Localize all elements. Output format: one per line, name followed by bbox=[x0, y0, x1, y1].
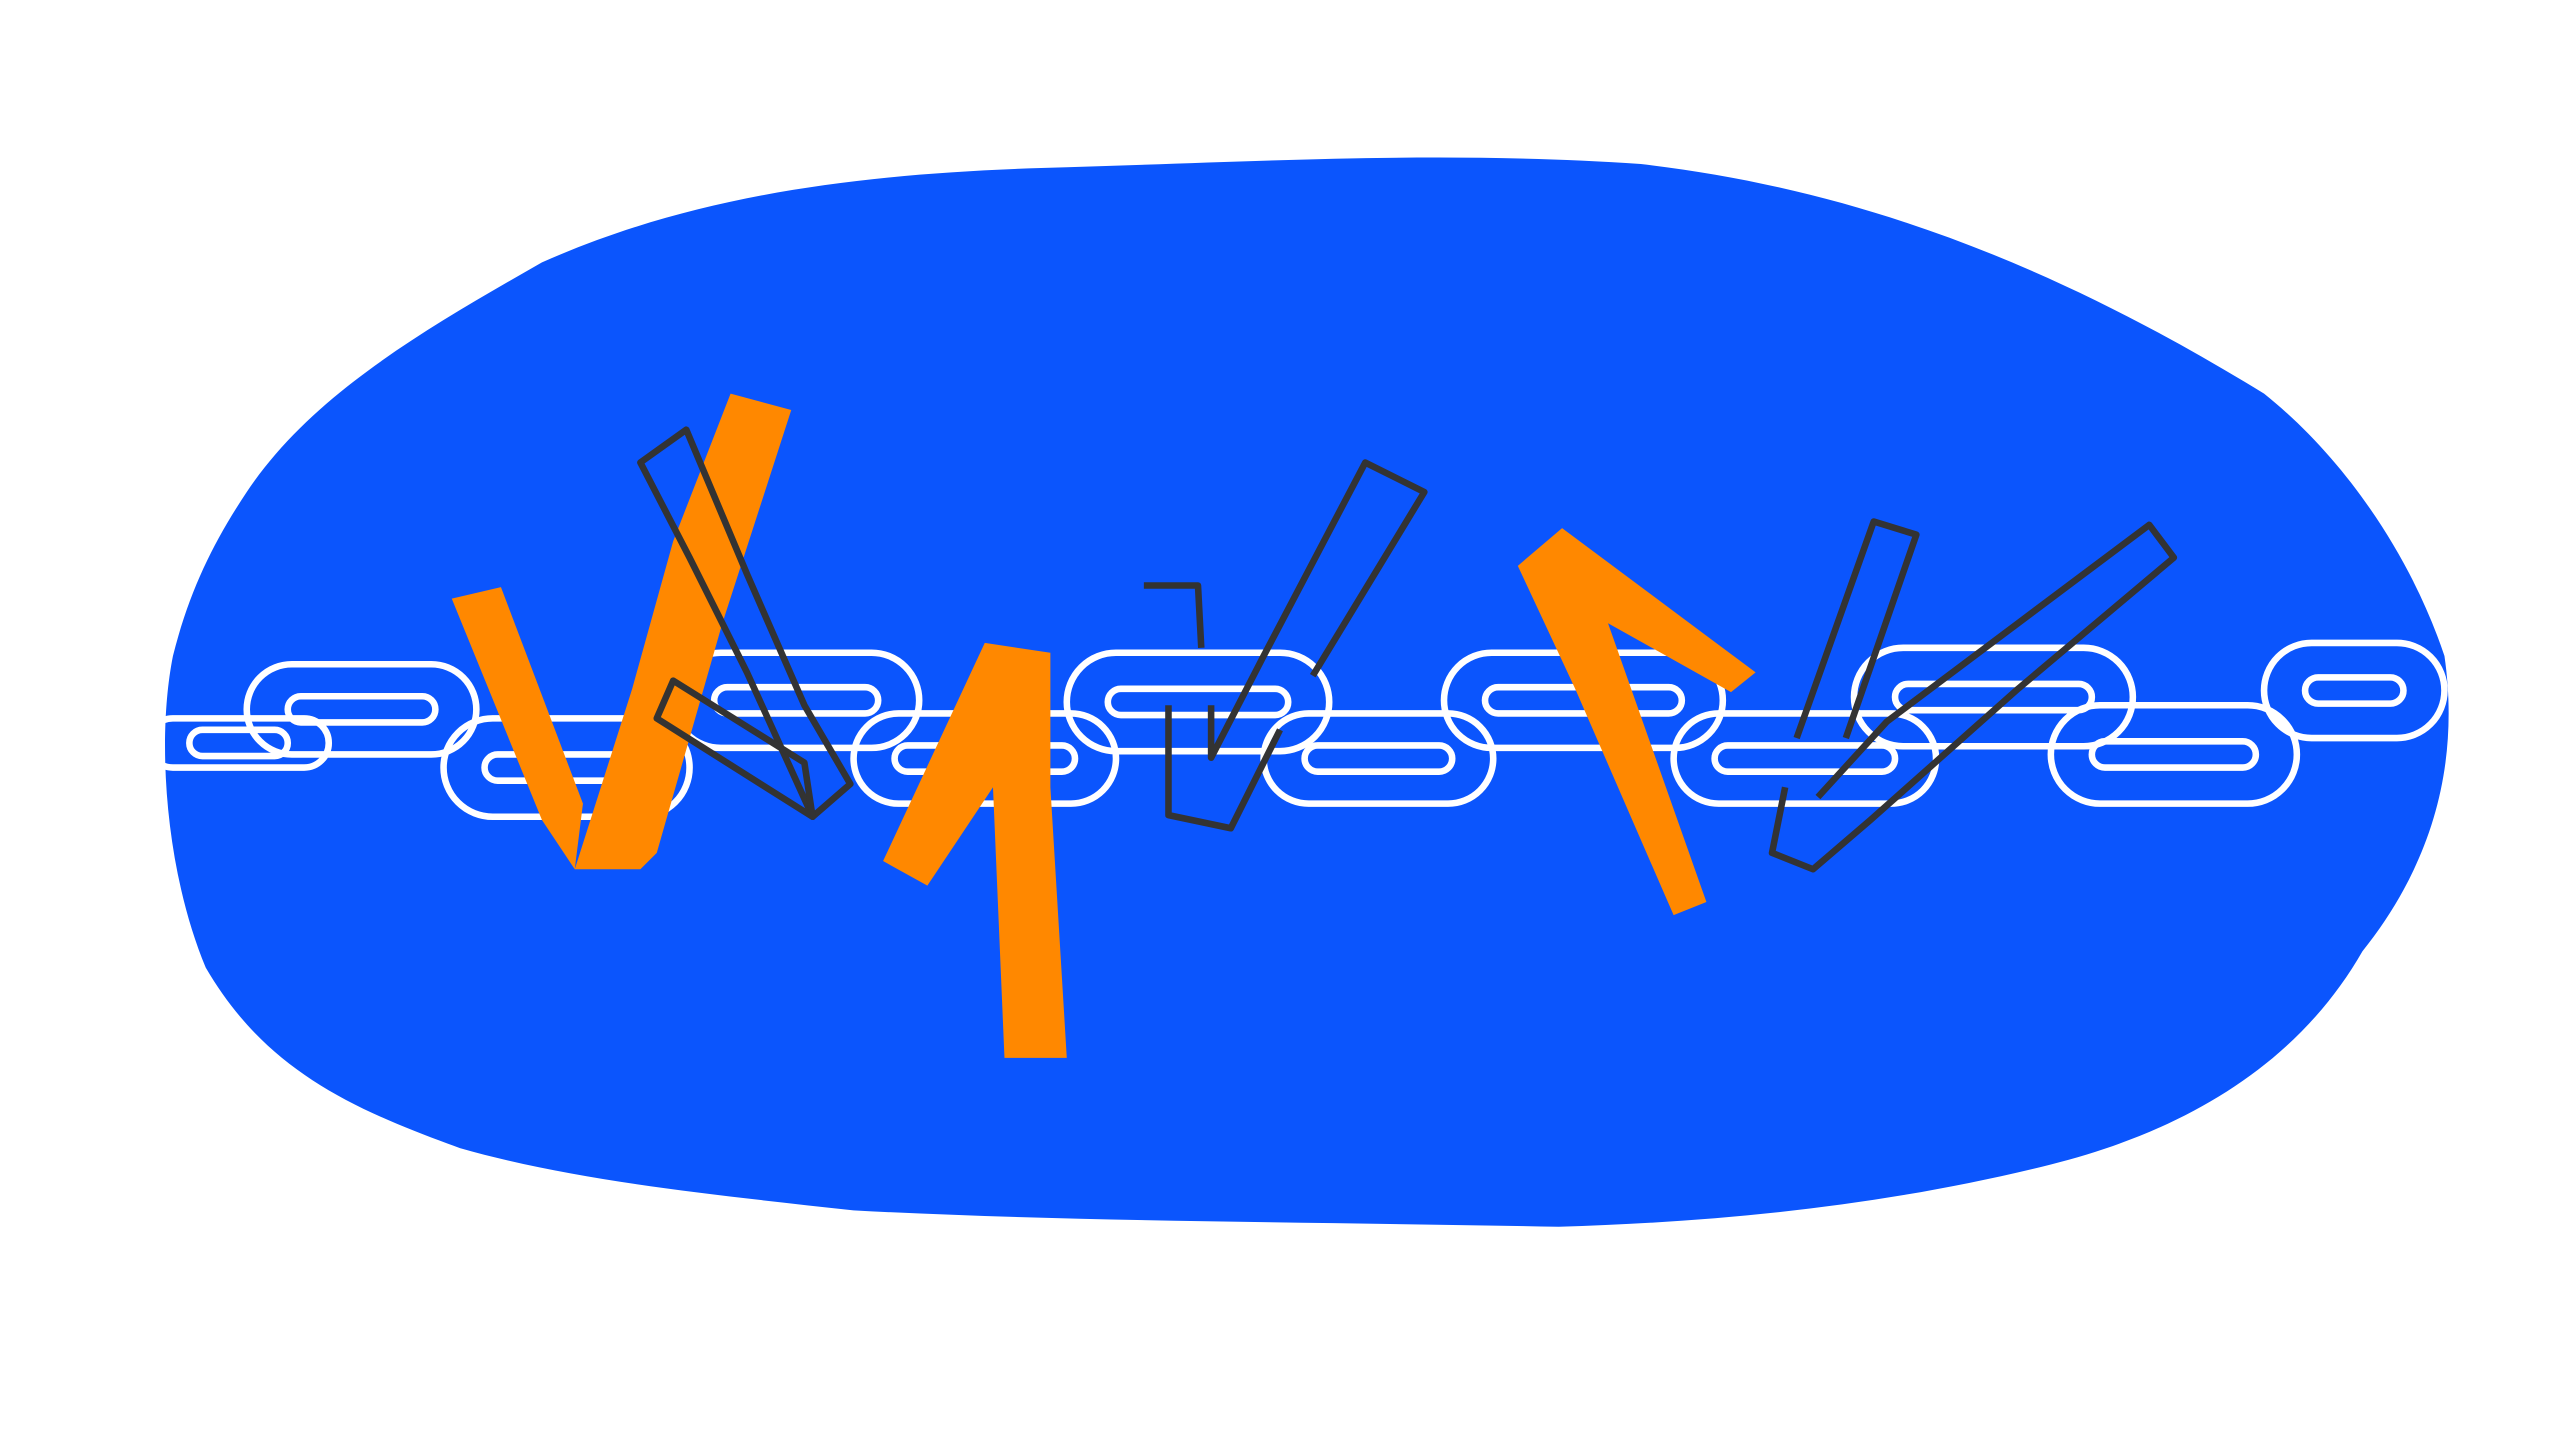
chain bbox=[145, 639, 2448, 821]
chain-link bbox=[243, 660, 480, 758]
chain-link bbox=[1850, 644, 2137, 750]
dark-outlines bbox=[637, 426, 2178, 873]
dark-shard-3 bbox=[1143, 459, 1428, 832]
orange-stroke-2 bbox=[574, 393, 792, 870]
chain-link-hole bbox=[1104, 685, 1292, 719]
orange-stroke-4 bbox=[1517, 528, 1756, 916]
chain-link-hole bbox=[1301, 742, 1456, 775]
orange-stroke-1 bbox=[451, 587, 583, 870]
chain-link bbox=[145, 715, 333, 771]
dark-shard-4 bbox=[1768, 518, 2178, 873]
orange-marks bbox=[451, 393, 1756, 1058]
chain-link bbox=[2047, 701, 2301, 807]
chain-link bbox=[1063, 649, 1333, 755]
chain-link bbox=[2260, 639, 2448, 742]
chain-link-hole bbox=[1711, 742, 1899, 775]
dark-shard-2 bbox=[653, 677, 816, 821]
dark-shard-1 bbox=[637, 426, 854, 821]
chain-link-hole bbox=[2301, 674, 2407, 707]
chain-link-hole bbox=[186, 726, 292, 760]
chain-link-hole bbox=[284, 692, 439, 726]
chain-link-hole bbox=[2088, 738, 2260, 771]
orange-stroke-3 bbox=[883, 642, 1067, 1058]
